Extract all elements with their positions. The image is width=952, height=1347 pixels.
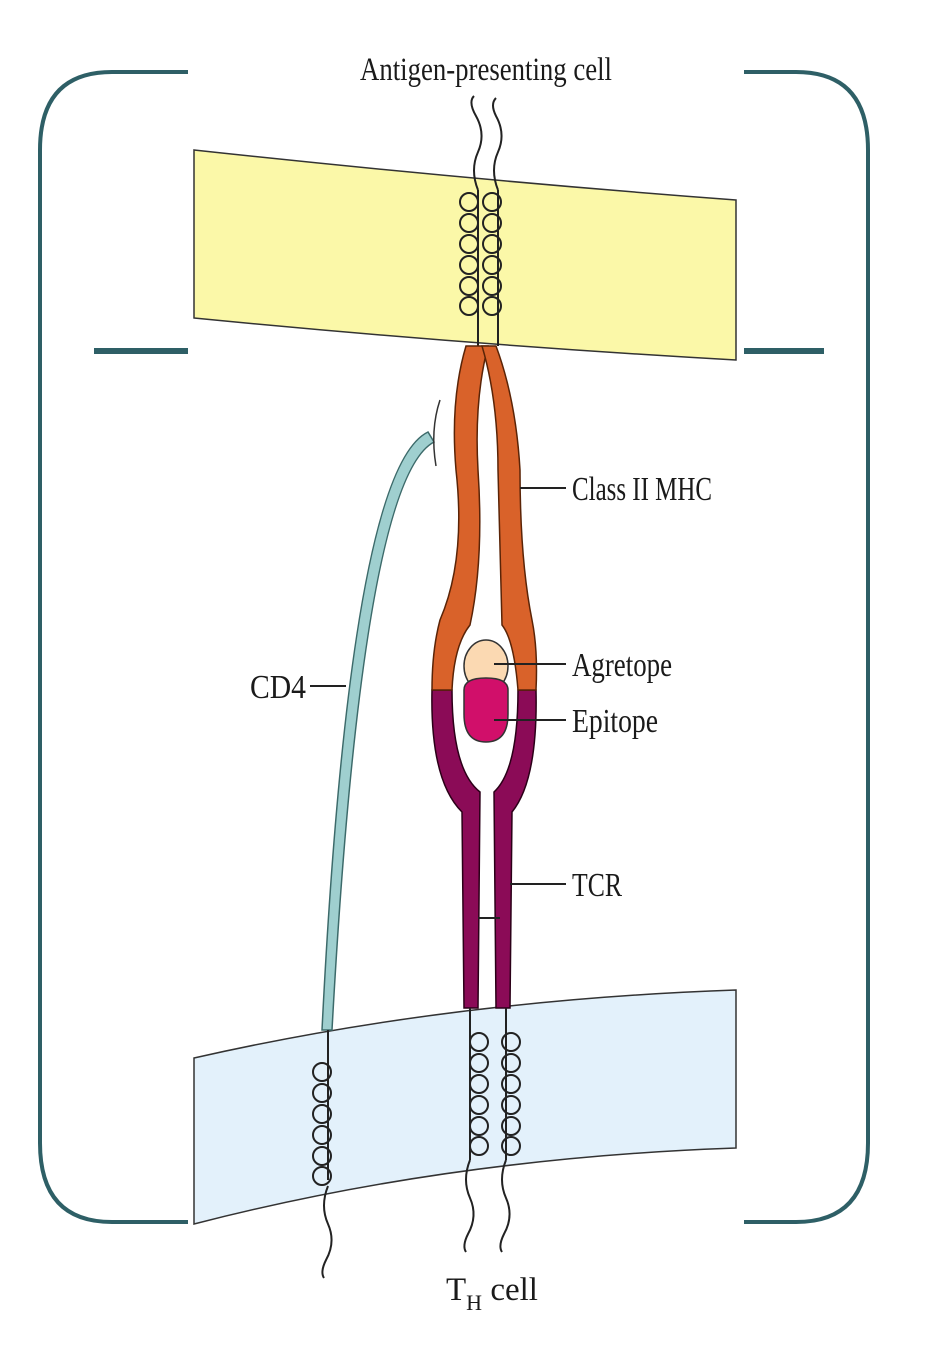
th-membrane [193,989,737,1225]
leader-lines [310,487,566,919]
wavy-tail-icon [470,95,503,191]
label-th-sub: H [466,1290,482,1315]
label-th-cell: TH cell [446,1272,538,1315]
label-tcr: TCR [572,867,622,904]
class2-mhc-molecule [480,345,538,691]
coil-icon [312,1008,521,1186]
label-agretope: Agretope [572,647,672,684]
coil-icon [459,190,502,346]
label-th-main: T [446,1272,466,1308]
wavy-tail-icon [321,1159,511,1279]
cd4-tip-mark [433,399,441,467]
epitope [463,677,509,743]
cd4-molecule [321,431,436,1031]
label-class2-mhc: Class II MHC [572,471,712,508]
label-cd4: CD4 [250,669,306,706]
frame-left-bracket [38,70,188,1224]
apc-membrane [193,149,737,361]
label-epitope: Epitope [572,703,658,740]
frame-right-bracket [744,70,870,1224]
label-antigen-presenting-cell: Antigen-presenting cell [360,52,612,88]
tcr-molecule [493,689,537,1009]
slide-frame [38,70,870,1224]
class2-mhc-molecule [431,345,489,691]
label-th-rest: cell [482,1272,538,1308]
